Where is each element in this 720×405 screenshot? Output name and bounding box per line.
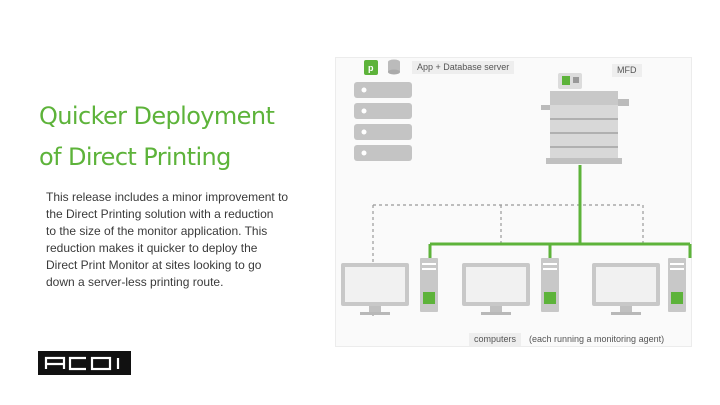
body-line: reduction makes it quicker to deploy the [46,241,258,255]
computers-note: (each running a monitoring agent) [529,334,665,344]
green-network-lines [428,165,692,258]
slide-title: Quicker Deployment of Direct Printing [39,96,319,178]
body-line: Direct Print Monitor at sites looking to… [46,258,262,272]
slide-title-line: of Direct Printing [39,143,231,171]
body-line: the Direct Printing solution with a redu… [46,207,274,221]
network-diagram: p [335,57,692,347]
papercut-icon [364,60,378,75]
slide-body: This release includes a minor improvemen… [46,189,316,291]
svg-text:p: p [368,63,374,73]
company-logo [38,351,131,375]
computers-label: computers [469,333,522,346]
computer-icon [462,258,559,315]
computer-icon [592,258,686,315]
database-icon [388,59,400,75]
server-stack-icon [354,82,412,161]
mfd-printer-icon [541,73,629,164]
body-line: down a server-less printing route. [46,275,224,289]
body-line: This release includes a minor improvemen… [46,190,289,204]
body-line: to the size of the monitor application. … [46,224,268,238]
computer-icon [341,258,438,315]
slide-title-line: Quicker Deployment [39,102,275,130]
dashed-network-lines [372,204,644,318]
mfd-label: MFD [612,64,642,77]
server-label: App + Database server [412,61,515,74]
